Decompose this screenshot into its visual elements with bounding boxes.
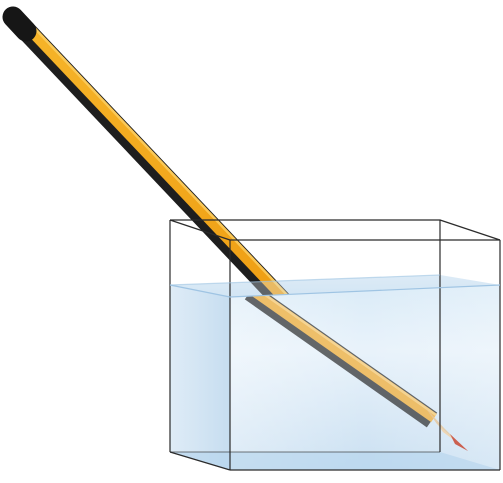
pencil-above-water (13, 17, 306, 320)
water-tank (170, 275, 500, 470)
pencil-end-cap (13, 17, 26, 31)
water-left-face (170, 285, 230, 470)
